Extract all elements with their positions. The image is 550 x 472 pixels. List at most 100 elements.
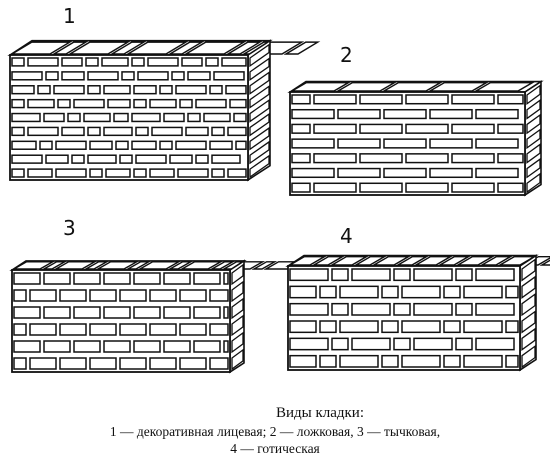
brick bbox=[475, 108, 519, 120]
brick bbox=[11, 112, 41, 123]
top-brick bbox=[283, 41, 321, 55]
brick bbox=[463, 354, 503, 368]
brick bbox=[497, 153, 524, 164]
top-brick bbox=[11, 261, 56, 270]
top-brick bbox=[381, 81, 443, 92]
top-brick bbox=[479, 255, 513, 266]
brick bbox=[43, 112, 65, 123]
brick bbox=[393, 268, 411, 282]
side-brick bbox=[526, 113, 541, 135]
top-brick bbox=[125, 41, 189, 55]
top-brick bbox=[353, 255, 387, 266]
brick bbox=[59, 289, 87, 302]
brick bbox=[195, 98, 227, 109]
brick bbox=[393, 337, 411, 351]
brick bbox=[133, 272, 161, 285]
side-brick bbox=[249, 126, 270, 151]
brick bbox=[149, 323, 177, 336]
top-brick bbox=[287, 255, 327, 266]
wall-decorative-facing bbox=[7, 39, 321, 182]
side-brick bbox=[521, 344, 536, 369]
brick bbox=[89, 289, 117, 302]
top-brick bbox=[125, 261, 152, 270]
brick bbox=[101, 57, 129, 67]
caption-title: Виды кладки: bbox=[275, 405, 365, 421]
brick bbox=[463, 320, 503, 334]
brick bbox=[223, 306, 229, 319]
brick bbox=[29, 289, 57, 302]
brick bbox=[203, 112, 231, 123]
side-brick bbox=[249, 154, 270, 179]
brick bbox=[227, 168, 247, 178]
brick bbox=[149, 357, 177, 370]
brick bbox=[119, 289, 147, 302]
brick bbox=[429, 167, 473, 179]
brick bbox=[381, 285, 399, 299]
side-brick bbox=[521, 275, 536, 299]
side-brick bbox=[249, 57, 270, 82]
brick bbox=[119, 323, 147, 336]
brick bbox=[59, 323, 87, 336]
wall-front-face bbox=[11, 269, 231, 373]
brick bbox=[313, 153, 357, 164]
brick bbox=[193, 272, 221, 285]
top-brick bbox=[437, 255, 471, 266]
brick bbox=[443, 320, 461, 334]
side-brick bbox=[249, 99, 270, 123]
brick bbox=[73, 306, 101, 319]
brick bbox=[85, 57, 99, 67]
brick bbox=[383, 108, 427, 120]
brick bbox=[209, 323, 229, 336]
brick bbox=[475, 337, 515, 351]
brick bbox=[455, 302, 473, 316]
top-brick bbox=[225, 41, 263, 55]
brick bbox=[443, 354, 461, 368]
side-brick bbox=[521, 310, 536, 334]
brick bbox=[53, 85, 85, 95]
brick bbox=[405, 153, 449, 164]
wall-stretcher-bond bbox=[287, 80, 544, 197]
brick bbox=[39, 140, 53, 150]
brick bbox=[331, 268, 349, 282]
brick bbox=[179, 289, 207, 302]
side-brick bbox=[231, 280, 244, 303]
brick bbox=[337, 167, 381, 179]
brick bbox=[455, 268, 473, 282]
brick bbox=[401, 354, 441, 368]
brick bbox=[177, 168, 209, 178]
brick bbox=[11, 57, 25, 67]
brick bbox=[451, 182, 495, 193]
brick bbox=[131, 140, 157, 150]
top-brick bbox=[335, 81, 397, 92]
brick bbox=[209, 357, 229, 370]
caption-line-1: 1 — декоративная лицевая; 2 — ложковая, … bbox=[109, 424, 441, 439]
brick bbox=[149, 289, 177, 302]
brick bbox=[359, 94, 403, 105]
brick bbox=[181, 57, 203, 67]
top-brick bbox=[179, 261, 224, 270]
brick bbox=[11, 154, 43, 164]
brick bbox=[413, 337, 453, 351]
top-brick bbox=[251, 261, 278, 270]
brick bbox=[133, 98, 147, 109]
top-brick bbox=[413, 255, 453, 266]
brick bbox=[235, 140, 247, 150]
brick bbox=[443, 285, 461, 299]
brick bbox=[163, 340, 191, 353]
brick bbox=[339, 285, 379, 299]
brick bbox=[163, 272, 191, 285]
side-brick bbox=[521, 292, 536, 317]
brick bbox=[313, 123, 357, 134]
brick bbox=[291, 123, 311, 134]
brick bbox=[57, 98, 71, 109]
brick bbox=[429, 138, 473, 149]
top-brick bbox=[371, 255, 411, 266]
brick bbox=[159, 85, 173, 95]
side-brick bbox=[521, 258, 536, 282]
brick bbox=[13, 323, 27, 336]
brick bbox=[13, 272, 41, 285]
brick bbox=[107, 98, 131, 109]
brick bbox=[209, 289, 229, 302]
top-brick bbox=[51, 41, 89, 55]
brick bbox=[475, 302, 515, 316]
